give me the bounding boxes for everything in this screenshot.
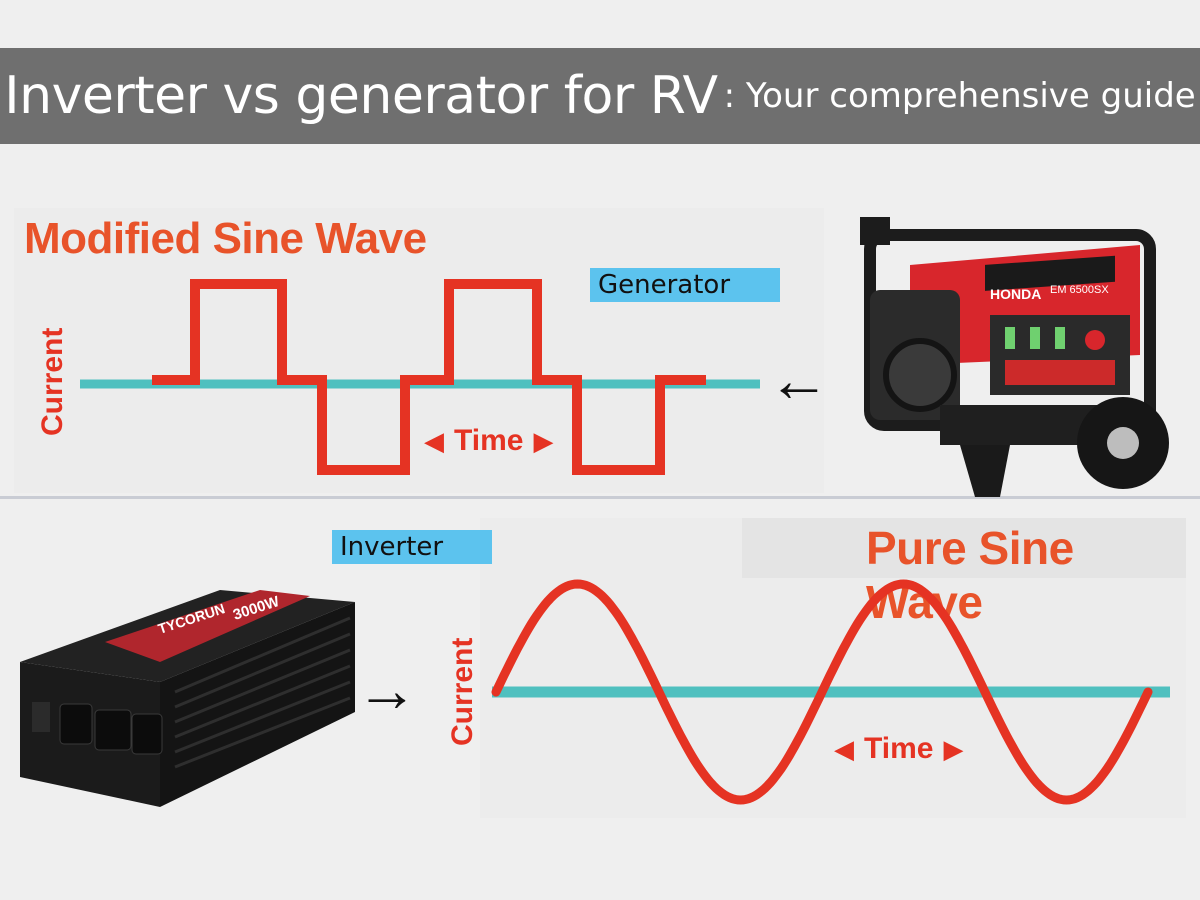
generator-image: HONDA EM 6500SX [860,217,1169,497]
modified-sine-heading: Modified Sine Wave [24,214,427,263]
time-arrow-left-icon: ◀ [834,733,854,764]
generator-tag: Generator [590,268,780,302]
arrow-left-icon: ← [768,346,830,415]
section-divider [0,496,1200,499]
page-title: Inverter vs generator for RV [4,66,718,126]
page-subtitle: : Your comprehensive guide [723,76,1196,116]
modified-sine-panel [14,208,824,493]
generator-model: EM 6500SX [1050,284,1109,296]
inverter-image: TYCORUN 3000W [20,590,355,807]
modified-sine-wave-chart [80,279,760,475]
pure-sine-heading: Pure Sine Wave [866,522,1074,628]
time-arrow-right-icon: ▶ [943,733,964,764]
pure-sine-heading-panel [742,518,1186,578]
title-bar: Inverter vs generator for RV : Your comp… [0,48,1200,144]
time-arrow-left-icon: ◀ [424,425,444,456]
bottom-time-label: ◀ Time ▶ [834,732,964,765]
time-arrow-right-icon: ▶ [533,425,554,456]
top-time-label: ◀ Time ▶ [424,424,554,457]
modified-sine-wave [152,279,706,475]
pure-sine-wave [491,579,1153,805]
inverter-tag: Inverter [332,530,492,564]
generator-brand: HONDA [990,286,1041,302]
arrow-right-icon: → [356,656,418,725]
